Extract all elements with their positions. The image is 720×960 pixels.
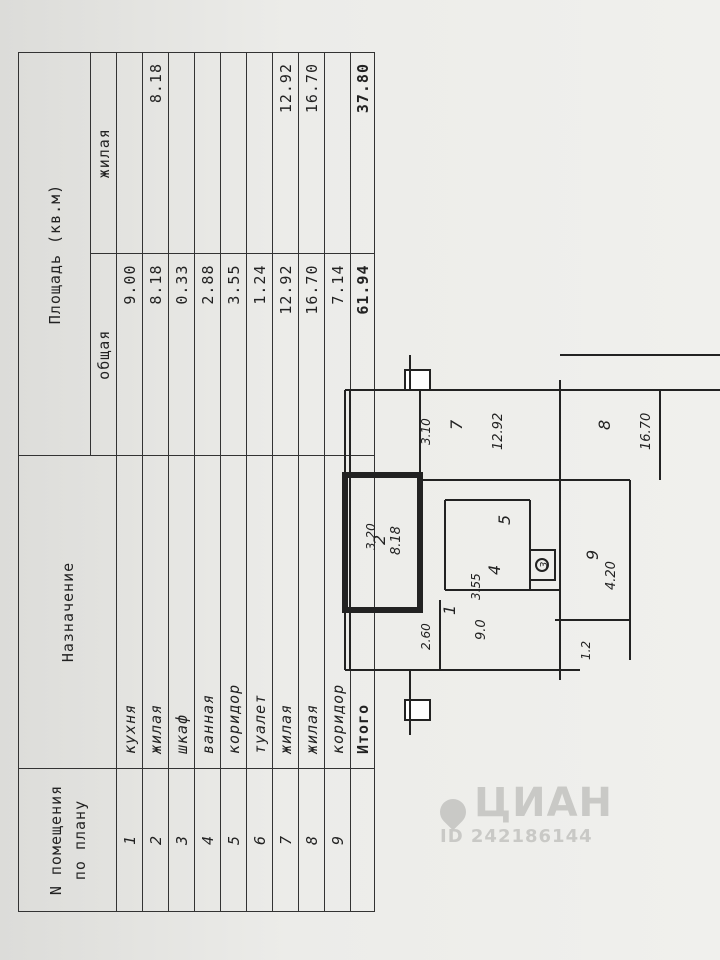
header-purpose: Назначение bbox=[18, 455, 117, 769]
room-total-area: 8.18 bbox=[142, 254, 169, 456]
room-purpose: жилая bbox=[142, 455, 169, 769]
room-3-label: 3 bbox=[539, 562, 550, 568]
room-living-area bbox=[116, 52, 143, 254]
room-9-dim: 1.2 bbox=[579, 641, 593, 660]
explication-table-container: N помещения по плану Назначение Площадь … bbox=[18, 52, 375, 912]
watermark-id: ID 242186144 bbox=[440, 826, 593, 847]
room-7-area: 12.92 bbox=[491, 413, 506, 450]
room-purpose: жилая bbox=[272, 455, 299, 769]
room-total-area: 0.33 bbox=[168, 254, 195, 456]
room-8-area: 16.70 bbox=[639, 413, 654, 450]
room-4-label: 4 bbox=[485, 565, 504, 575]
total-living-value: 37.80 bbox=[350, 52, 375, 254]
room-living-area bbox=[168, 52, 195, 254]
header-total-area: общая bbox=[90, 254, 117, 456]
room-number: 1 bbox=[116, 768, 143, 912]
room-total-area: 2.88 bbox=[194, 254, 221, 456]
room-2-label: 2 bbox=[370, 535, 389, 545]
watermark-logo: ЦИАН bbox=[474, 780, 614, 826]
room-7-label: 7 bbox=[447, 419, 466, 430]
room-living-area bbox=[220, 52, 247, 254]
room-2-area: 8.18 bbox=[389, 526, 404, 555]
room-number: 3 bbox=[168, 768, 195, 912]
room-1-dim: 2.60 bbox=[419, 623, 433, 650]
floor-plan-drawing: 1 9.0 2.60 3.55 2 8.18 3.20 4 5 3 7 12.9… bbox=[342, 354, 720, 735]
room-total-area: 12.92 bbox=[272, 254, 299, 456]
room-1-label: 1 bbox=[440, 605, 459, 615]
room-number: 8 bbox=[298, 768, 325, 912]
room-number: 9 bbox=[324, 768, 351, 912]
room-living-area bbox=[324, 52, 351, 254]
room-9-area: 4.20 bbox=[604, 561, 619, 590]
room-2-dim: 3.20 bbox=[364, 523, 378, 550]
room-purpose: жилая bbox=[298, 455, 325, 769]
explication-table: N помещения по плану Назначение Площадь … bbox=[18, 52, 375, 912]
room-number: 6 bbox=[246, 768, 273, 912]
room-living-area bbox=[246, 52, 273, 254]
header-area: Площадь (кв.м) bbox=[18, 52, 91, 456]
floor-plan: 1 9.0 2.60 3.55 2 8.18 3.20 4 5 3 7 12.9… bbox=[330, 350, 720, 740]
room-purpose: шкаф bbox=[168, 455, 195, 769]
pin-icon bbox=[434, 793, 472, 830]
room-1-dim2: 3.55 bbox=[469, 573, 483, 600]
room-purpose: туалет bbox=[246, 455, 273, 769]
room-purpose: кухня bbox=[116, 455, 143, 769]
room-number: 2 bbox=[142, 768, 169, 912]
room-1-area: 9.0 bbox=[474, 619, 489, 640]
room-8-label: 8 bbox=[595, 420, 614, 430]
room-total-area: 1.24 bbox=[246, 254, 273, 456]
room-purpose: коридор bbox=[220, 455, 247, 769]
room-number: 4 bbox=[194, 768, 221, 912]
header-room-number: N помещения по плану bbox=[18, 768, 117, 912]
room-5-label: 5 bbox=[495, 515, 514, 525]
room-total-area: 9.00 bbox=[116, 254, 143, 456]
room-7-dim: 3.10 bbox=[419, 418, 433, 445]
room-living-area bbox=[194, 52, 221, 254]
room-living-area: 8.18 bbox=[142, 52, 169, 254]
room-number: 5 bbox=[220, 768, 247, 912]
room-total-area: 16.70 bbox=[298, 254, 325, 456]
room-living-area: 12.92 bbox=[272, 52, 299, 254]
room-total-area: 3.55 bbox=[220, 254, 247, 456]
header-living-area: жилая bbox=[90, 52, 117, 254]
watermark: ЦИАН ID 242186144 bbox=[434, 780, 614, 847]
room-9-label: 9 bbox=[583, 550, 602, 560]
room-number: 7 bbox=[272, 768, 299, 912]
room-living-area: 16.70 bbox=[298, 52, 325, 254]
room-purpose: ванная bbox=[194, 455, 221, 769]
